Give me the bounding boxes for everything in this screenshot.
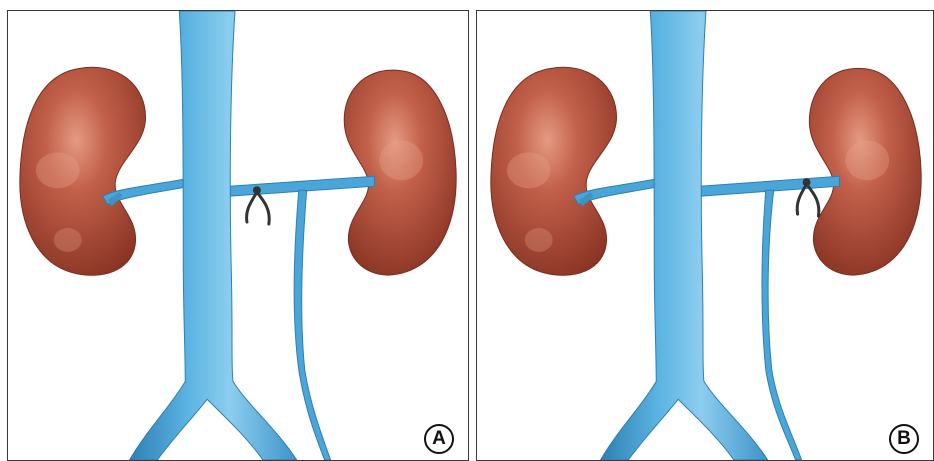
renal-vein-diagram-b — [477, 11, 933, 460]
left-gonadal-vein — [294, 190, 330, 460]
panel-label-b: B — [889, 424, 919, 454]
kidney-highlight — [36, 152, 80, 188]
kidney-highlight — [845, 140, 889, 180]
kidney-highlight — [54, 228, 82, 252]
left-gonadal-vein — [762, 190, 802, 460]
inferior-vena-cava — [129, 11, 296, 460]
panel-b: B — [476, 10, 934, 461]
renal-vein-diagram-a — [8, 11, 468, 460]
inferior-vena-cava — [600, 11, 767, 460]
panel-label-a: A — [424, 424, 454, 454]
kidney-highlight — [507, 152, 551, 188]
kidney-highlight — [379, 140, 423, 180]
kidney-highlight — [525, 228, 553, 252]
panel-a: A — [7, 10, 469, 461]
